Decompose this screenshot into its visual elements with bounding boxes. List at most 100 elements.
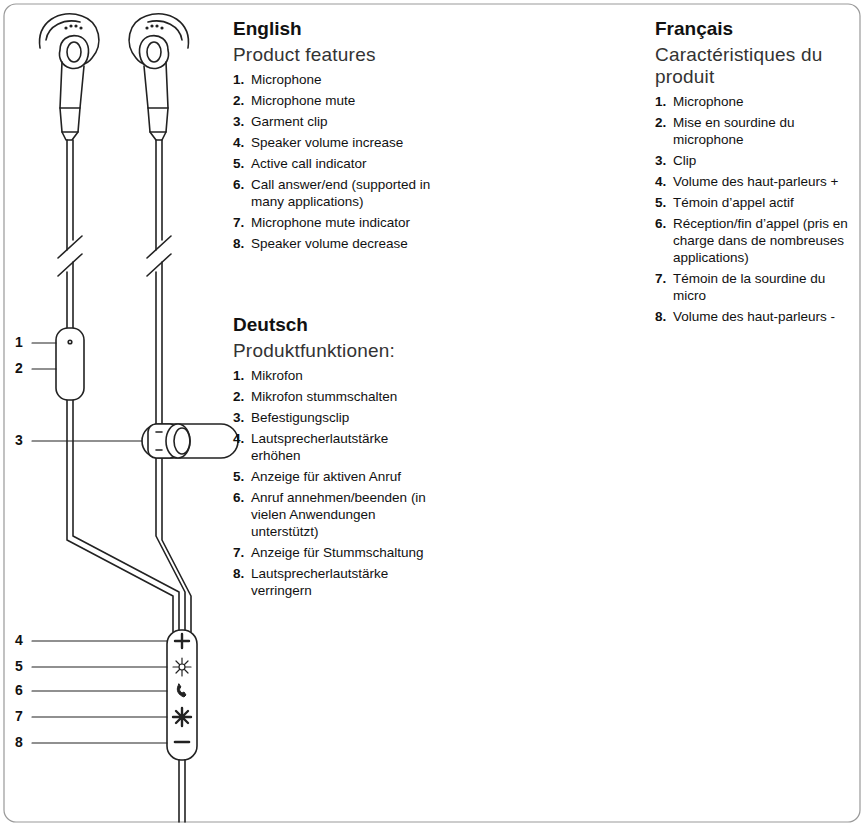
item-text: Garment clip: [251, 113, 438, 130]
feature-item: 8.Lautsprecherlautstärke verringern: [233, 565, 438, 599]
item-number: 1.: [655, 93, 673, 110]
leader-lines: [32, 343, 167, 743]
item-number: 6.: [233, 176, 251, 210]
item-text: Clip: [673, 152, 855, 169]
feature-item: 7.Microphone mute indicator: [233, 214, 438, 231]
feature-item: 4.Volume des haut-parleurs +: [655, 173, 855, 190]
callout-number: 7: [15, 708, 23, 724]
mute-indicator: [173, 708, 191, 726]
item-text: Mise en sourdine du microphone: [673, 114, 855, 148]
plus-button: [175, 634, 189, 648]
item-number: 3.: [655, 152, 673, 169]
feature-item: 3.Clip: [655, 152, 855, 169]
microphone-hole: [68, 340, 72, 344]
item-text: Témoin d’appel actif: [673, 194, 855, 211]
feature-item: 2.Mikrofon stummschalten: [233, 388, 438, 405]
item-number: 7.: [655, 270, 673, 304]
language-column: FrançaisCaractéristiques du produit 1.Mic…: [655, 18, 855, 329]
feature-item: 7.Anzeige für Stummschaltung: [233, 544, 438, 561]
garment-clip: [142, 424, 238, 458]
call-indicator: [173, 658, 191, 676]
item-number: 3.: [233, 409, 251, 426]
left-earbud: [40, 14, 99, 140]
item-text: Speaker volume decrease: [251, 235, 438, 252]
language-column: EnglishProduct features1.Microphone2.Mic…: [233, 18, 438, 256]
item-text: Témoin de la sourdine du micro: [673, 270, 855, 304]
item-number: 5.: [655, 194, 673, 211]
item-text: Call answer/end (supported in many appli…: [251, 176, 438, 210]
item-number: 1.: [233, 367, 251, 384]
section-title: Product features: [233, 44, 438, 66]
item-number: 5.: [233, 468, 251, 485]
feature-item: 5.Active call indicator: [233, 155, 438, 172]
feature-item: 3.Befestigungsclip: [233, 409, 438, 426]
break-mark: [58, 236, 171, 276]
item-number: 8.: [233, 235, 251, 252]
feature-item: 7.Témoin de la sourdine du micro: [655, 270, 855, 304]
item-text: Microphone: [673, 93, 855, 110]
item-number: 2.: [233, 388, 251, 405]
feature-item: 4.Speaker volume increase: [233, 134, 438, 151]
callout-number: 1: [15, 334, 23, 350]
item-number: 8.: [655, 308, 673, 325]
item-text: Microphone: [251, 71, 438, 88]
item-number: 8.: [233, 565, 251, 599]
language-heading: English: [233, 18, 438, 40]
section-title: Caractéristiques du produit: [655, 44, 855, 88]
section-title: Produktfunktionen:: [233, 340, 438, 362]
minus-button: [175, 741, 189, 744]
call-button: [177, 684, 186, 697]
language-heading: Français: [655, 18, 855, 40]
item-text: Volume des haut-parleurs -: [673, 308, 855, 325]
language-column: DeutschProduktfunktionen: 1.Mikrofon 2.Mik…: [233, 314, 438, 603]
item-text: Anruf annehmen/beenden (in vielen Anwend…: [251, 489, 438, 540]
item-text: Active call indicator: [251, 155, 438, 172]
microphone-pod: [56, 328, 84, 400]
item-number: 5.: [233, 155, 251, 172]
item-text: Anzeige für Stummschaltung: [251, 544, 438, 561]
feature-item: 5.Témoin d’appel actif: [655, 194, 855, 211]
feature-item: 6.Réception/fin d’appel (pris en charge …: [655, 215, 855, 266]
item-text: Mikrofon stummschalten: [251, 388, 438, 405]
item-number: 7.: [233, 544, 251, 561]
item-text: Volume des haut-parleurs +: [673, 173, 855, 190]
item-number: 2.: [233, 92, 251, 109]
feature-item: 4.Lautsprecherlautstärke erhöhen: [233, 430, 438, 464]
feature-item: 1.Mikrofon: [233, 367, 438, 384]
callout-number: 8: [15, 734, 23, 750]
item-number: 1.: [233, 71, 251, 88]
feature-item: 6.Anruf annehmen/beenden (in vielen Anwe…: [233, 489, 438, 540]
callout-number: 2: [15, 360, 23, 376]
frame: [4, 4, 860, 822]
callout-number: 3: [15, 432, 23, 448]
item-number: 6.: [655, 215, 673, 266]
feature-item: 5.Anzeige für aktiven Anruf: [233, 468, 438, 485]
feature-item: 3.Garment clip: [233, 113, 438, 130]
item-number: 4.: [233, 134, 251, 151]
callout-number: 4: [15, 632, 23, 648]
item-text: Microphone mute indicator: [251, 214, 438, 231]
feature-item: 1.Microphone: [655, 93, 855, 110]
item-number: 4.: [655, 173, 673, 190]
item-number: 6.: [233, 489, 251, 540]
callout-number: 6: [15, 682, 23, 698]
language-heading: Deutsch: [233, 314, 438, 336]
feature-item: 6.Call answer/end (supported in many app…: [233, 176, 438, 210]
feature-item: 8.Speaker volume decrease: [233, 235, 438, 252]
feature-item: 2.Microphone mute: [233, 92, 438, 109]
item-text: Réception/fin d’appel (pris en charge da…: [673, 215, 855, 266]
item-text: Lautsprecherlautstärke erhöhen: [251, 430, 438, 464]
callout-number: 5: [15, 658, 23, 674]
item-text: Microphone mute: [251, 92, 438, 109]
item-number: 7.: [233, 214, 251, 231]
item-text: Befestigungsclip: [251, 409, 438, 426]
item-text: Speaker volume increase: [251, 134, 438, 151]
item-number: 3.: [233, 113, 251, 130]
right-cord: [156, 140, 191, 632]
lower-cord: [179, 760, 185, 822]
feature-item: 8.Volume des haut-parleurs -: [655, 308, 855, 325]
inline-remote: [167, 630, 197, 760]
item-number: 2.: [655, 114, 673, 148]
item-text: Anzeige für aktiven Anruf: [251, 468, 438, 485]
